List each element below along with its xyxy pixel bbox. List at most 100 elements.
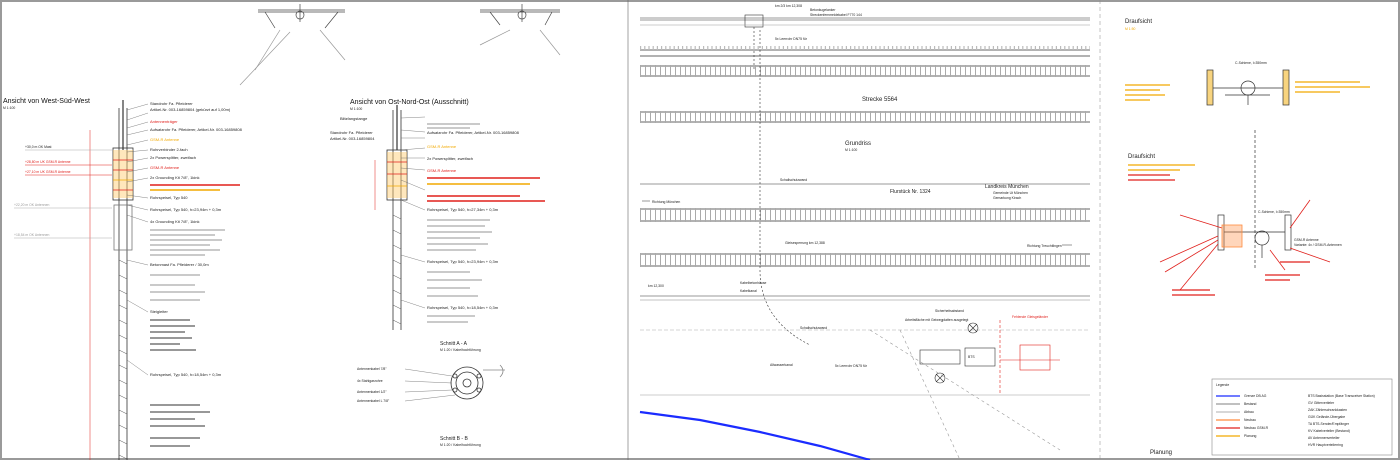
mid-leader-lines: [400, 116, 426, 309]
section-leaders: [404, 368, 456, 402]
section-label: Antennenkabel L 7/8": [357, 399, 390, 403]
section-b-scale: M 1:20 / Kabelhochführung: [440, 443, 481, 447]
landkreis-label: Landkreis München: [985, 184, 1029, 190]
flurstueck-label: Flurstück Nr. 1324: [890, 189, 931, 195]
mid-view-title: Ansicht von Ost-Nord-Ost (Ausschnitt): [350, 99, 469, 106]
mid-callout: Rohrspeisel, Typ 540, h=27,34m + 0,3m: [427, 207, 499, 212]
left-callout: GSM-R Antenne: [150, 137, 180, 142]
bottom-plan-red-labels: [1172, 261, 1310, 296]
site-label: Kabelbetonhäuse: [740, 281, 767, 285]
height-mark: +18,54 m OK Antennen: [14, 233, 49, 237]
legend-abbrev: GÜK Gelände-Übergabe: [1308, 415, 1345, 419]
left-height-marks: +30,0 m OK Mast +28,80 m UK GSM-R Antenn…: [14, 145, 71, 237]
grundriss-scale: M 1:100: [845, 148, 857, 152]
legend-abbrev: AV Antennenverteiler: [1308, 436, 1340, 440]
site-plan: km 2/3 km 12,308 Betonkugelanker Strecke…: [639, 4, 1090, 460]
db-boundary-line: [639, 410, 871, 460]
antenna-beams: [1159, 199, 1331, 291]
section-a-scale: M 1:20 / Kabelhochführung: [440, 348, 481, 352]
left-callout: Standrohr Fa. Pfleiderer: [150, 101, 193, 106]
height-mark: +27,10 m UK GSM-R Antenne: [25, 170, 71, 174]
mid-callout: GSM-R Antenne: [427, 144, 457, 149]
c-schiene-top: C-Schiene, l=350mm: [1235, 61, 1267, 65]
site-label: Streckenfernmeldekabel F770 144: [810, 13, 862, 17]
left-callout: GSM-R Antenne: [150, 165, 180, 170]
draufsicht-top-scale: M 1:50: [1125, 27, 1135, 31]
legend-abbrev: TA BTS-Sender/Empfänger: [1308, 422, 1350, 426]
legend-abbrev: BTS Basisstation (Base Transceiver Stati…: [1308, 394, 1375, 398]
site-label: 5x Leerrohr DN75 für: [775, 37, 808, 41]
mid-callout: 2x Powersplitter, zweifach: [427, 156, 473, 161]
legend-abbrev: HVR Hauptverteilerring: [1308, 443, 1343, 447]
planung-label: Planung: [1150, 450, 1172, 456]
legend-abbrev: GV Gittervertieler: [1308, 401, 1335, 405]
legend-item: Neubau: [1244, 418, 1256, 422]
legend: Legende Grenze DB AG Bestand Abbau Neuba…: [1211, 378, 1393, 456]
section-label: 4x Stahlgasrohre: [357, 379, 383, 383]
site-label: Allwasserkanal: [770, 363, 793, 367]
site-km: km 12,300: [648, 284, 664, 288]
mid-callout: Rohrspeisel, Typ 540, h=23,94m + 0,3m: [427, 259, 499, 264]
richtung-right: Richtung Treuchtlingen: [1027, 244, 1062, 248]
mid-annotation-lines: [427, 123, 545, 323]
draufsicht-top-title: Draufsicht: [1125, 19, 1152, 25]
left-callout: Antennenträger: [150, 119, 178, 124]
mid-top-sketch: [479, 4, 561, 56]
section-label: Antennenkabel 1/2": [357, 390, 387, 394]
mid-callout: Rohrspeisel, Typ 540, h=18,54m + 0,3m: [427, 305, 499, 310]
site-top-details: [640, 14, 1090, 70]
bottom-plan-labels-top: [1128, 164, 1195, 181]
strecke-label: Strecke 5564: [862, 97, 898, 103]
gsm-label: GSM-R Antenne: [1294, 238, 1319, 242]
mid-view-scale: M 1:100: [350, 107, 362, 111]
schallschutzwand-label: Schallschutzwand: [780, 178, 807, 182]
left-callout: Rohrspeisel, Typ 540, h=23,94m + 0,3m: [150, 207, 222, 212]
grundriss-title: Grundriss: [845, 141, 871, 147]
left-annotation-lines: [150, 184, 240, 447]
mid-callout: Aufsatzrohr Fa. Pfleiderer, Artikel-Nr. …: [427, 130, 520, 135]
legend-item: Planung: [1244, 434, 1257, 438]
legend-item: Abbau: [1244, 410, 1254, 414]
left-callout: Aufsatzrohr Fa. Pfleiderer, Artikel-Nr. …: [150, 127, 243, 132]
site-label: Schallschutzwand: [800, 326, 827, 330]
left-callout: 4x Grounding Kit 7/8", 1kink: [150, 219, 199, 224]
middle-elevation-view: Ansicht von Ost-Nord-Ost (Ausschnitt) M …: [330, 4, 561, 330]
legend-abbrev: KV Kabelverteiler (Bestand): [1308, 429, 1350, 433]
left-callout: Betonmast Fa. Pfleiderer / 30,0m: [150, 262, 209, 267]
mid-callout: Standrohr Fa. Pfleiderer: [330, 130, 373, 135]
site-km-top: km 2/3 km 12,308: [775, 4, 802, 8]
height-mark: +22,20 m OK Antennen: [14, 203, 49, 207]
height-mark: +30,0 m OK Mast: [25, 145, 52, 149]
track-group-1: [640, 46, 1090, 123]
gemarkung-label: Gemarkung Kirach: [993, 196, 1021, 200]
legend-item: Bestand: [1244, 402, 1257, 406]
left-top-sketch: [239, 4, 346, 86]
site-label: Betonkugelanker: [810, 8, 836, 12]
left-view-scale: M 1:100: [3, 106, 15, 110]
richtung-left: Richtung München: [652, 200, 680, 204]
left-callout: Rohrspeisel, Typ 540: [150, 195, 188, 200]
mid-callout: Blitzfangstange: [340, 116, 368, 121]
left-callout: 2x Grounding Kit 7/8", 1kink: [150, 175, 199, 180]
mid-mast-hatching: [392, 214, 402, 325]
site-label: 5x Leerrohr DN75 für: [835, 364, 868, 368]
legend-title: Legende: [1216, 383, 1229, 387]
left-callout: Rohrspeisel, Typ 540, h=18,54m + 0,3m: [150, 372, 222, 377]
section-views: Schnitt A - A M 1:20 / Kabelhochführung …: [357, 341, 505, 447]
c-schiene-bottom: C-Schiene, l=350mm: [1258, 210, 1290, 214]
top-plan-labels: [1125, 81, 1370, 101]
site-label: Gleisesperrung km 12,388: [785, 241, 825, 245]
site-lower-structures: [640, 30, 1090, 460]
site-label: BTS: [968, 355, 975, 359]
section-b-title: Schnitt B - B: [440, 436, 468, 442]
left-callout: Rohrverbinder 2-fach: [150, 147, 188, 152]
section-a-title: Schnitt A - A: [440, 341, 468, 347]
site-label: Sicherheitsabstand: [935, 309, 964, 313]
site-label: Arbeitsfläche mit Geiwegplatten ausgeleg…: [905, 318, 968, 322]
site-label: Fehlende Gleisgeländer: [1012, 315, 1049, 319]
draufsicht-bottom-title: Draufsicht: [1128, 154, 1155, 160]
left-mast: [89, 100, 134, 460]
left-callout: 2x Powersplitter, zweifach: [150, 155, 196, 160]
gsm-spec: Variante: 4x / GSM-R-Antennen: [1294, 243, 1342, 247]
kabelkanal-label: Kabelkanal: [740, 289, 757, 293]
